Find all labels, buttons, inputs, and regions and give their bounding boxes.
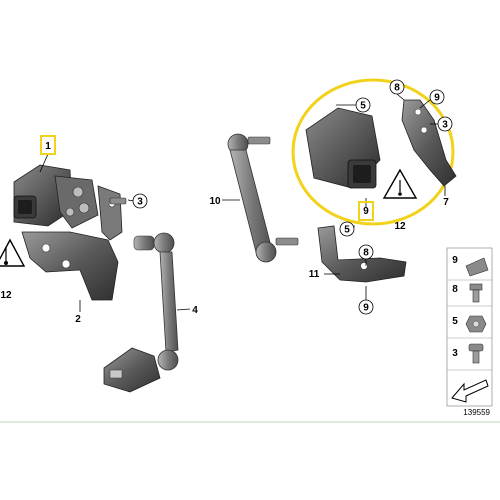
warning-triangle-left [0,238,26,267]
callout-4: 4 [192,305,198,316]
callout-6: 6 [358,201,374,221]
callout-11: 11 [309,269,320,280]
sensor-left [13,164,99,229]
svg-text:3: 3 [442,120,448,131]
svg-text:11: 11 [309,269,320,280]
screw-left [109,197,127,205]
callout-9-bottom: 9 [358,299,374,315]
svg-text:4: 4 [192,305,198,316]
svg-text:9: 9 [363,303,369,314]
bracket-right [401,99,457,187]
callout-12-right: 12 [394,221,406,232]
svg-text:5: 5 [452,316,458,327]
svg-text:3: 3 [452,348,458,359]
reference-number: 139559 [463,408,490,417]
callout-2: 2 [75,314,81,325]
svg-text:5: 5 [344,225,350,236]
legend-item-3: 3 [452,343,484,364]
svg-text:12: 12 [0,290,12,301]
callout-8-bottom: 8 [358,244,374,260]
svg-text:8: 8 [394,83,400,94]
callout-10: 10 [209,196,221,207]
svg-text:7: 7 [443,197,449,208]
svg-text:9: 9 [434,93,440,104]
callout-8-top: 8 [389,79,405,95]
callout-1: 1 [40,135,56,155]
svg-text:3: 3 [137,197,143,208]
callout-3-left: 3 [132,193,148,209]
warning-triangle-right [382,168,418,199]
callout-9-top: 9 [429,89,445,105]
svg-text:8: 8 [452,284,458,295]
callout-5-top: 5 [355,97,371,113]
svg-text:10: 10 [209,196,221,207]
link-rod-middle [227,133,299,263]
callout-12-left: 12 [0,290,12,301]
svg-text:1: 1 [45,141,51,152]
svg-text:8: 8 [363,248,369,259]
fastener-legend: 9 8 5 3 [446,247,493,407]
svg-text:2: 2 [75,314,81,325]
callout-5-bottom: 5 [339,221,355,237]
legend-item-5: 5 [452,315,487,333]
bracket-middle [317,225,407,283]
legend-arrow-icon [451,379,489,403]
callout-3-right: 3 [437,116,453,132]
sensor-right [305,107,381,189]
svg-text:9: 9 [452,255,458,266]
svg-text:5: 5 [360,101,366,112]
highlight-ellipse [291,78,455,226]
legend-item-8: 8 [452,283,483,303]
legend-item-9: 9 [452,255,489,277]
link-rod-left [103,232,179,393]
svg-text:12: 12 [394,221,406,232]
callout-7: 7 [443,197,449,208]
svg-text:6: 6 [363,204,369,215]
